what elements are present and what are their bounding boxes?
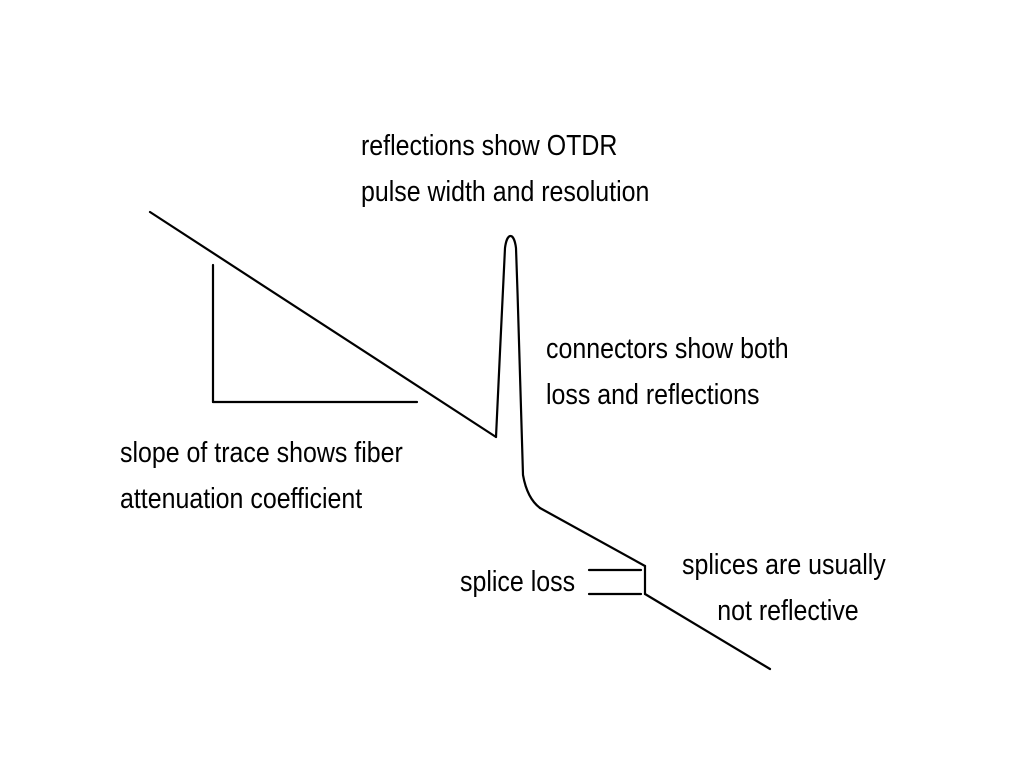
splice-loss-label-text: splice loss	[460, 566, 576, 598]
fiber-trace-section-2	[538, 506, 647, 568]
splices-label-line-2: not reflective	[717, 595, 859, 627]
slope-label: slope of trace shows fiber attenuation c…	[120, 430, 403, 522]
reflections-label-line-2: pulse width and resolution	[361, 176, 650, 208]
splices-label: splices are usually not reflective	[682, 542, 886, 634]
fiber-trace-section-3	[643, 592, 772, 671]
fiber-trace-section-1	[148, 210, 498, 439]
reflections-label-line-1: reflections show OTDR	[361, 130, 618, 162]
connectors-label-line-2: loss and reflections	[546, 379, 760, 411]
splice-loss-label: splice loss	[460, 559, 575, 605]
splices-label-line-1: splices are usually	[682, 549, 886, 581]
connectors-label: connectors show both loss and reflection…	[546, 326, 789, 418]
connector-reflection-spike	[494, 234, 542, 510]
connectors-label-line-1: connectors show both	[546, 333, 789, 365]
reflections-label: reflections show OTDR pulse width and re…	[361, 123, 649, 215]
slope-label-line-1: slope of trace shows fiber	[120, 437, 403, 469]
slope-label-line-2: attenuation coefficient	[120, 483, 363, 515]
